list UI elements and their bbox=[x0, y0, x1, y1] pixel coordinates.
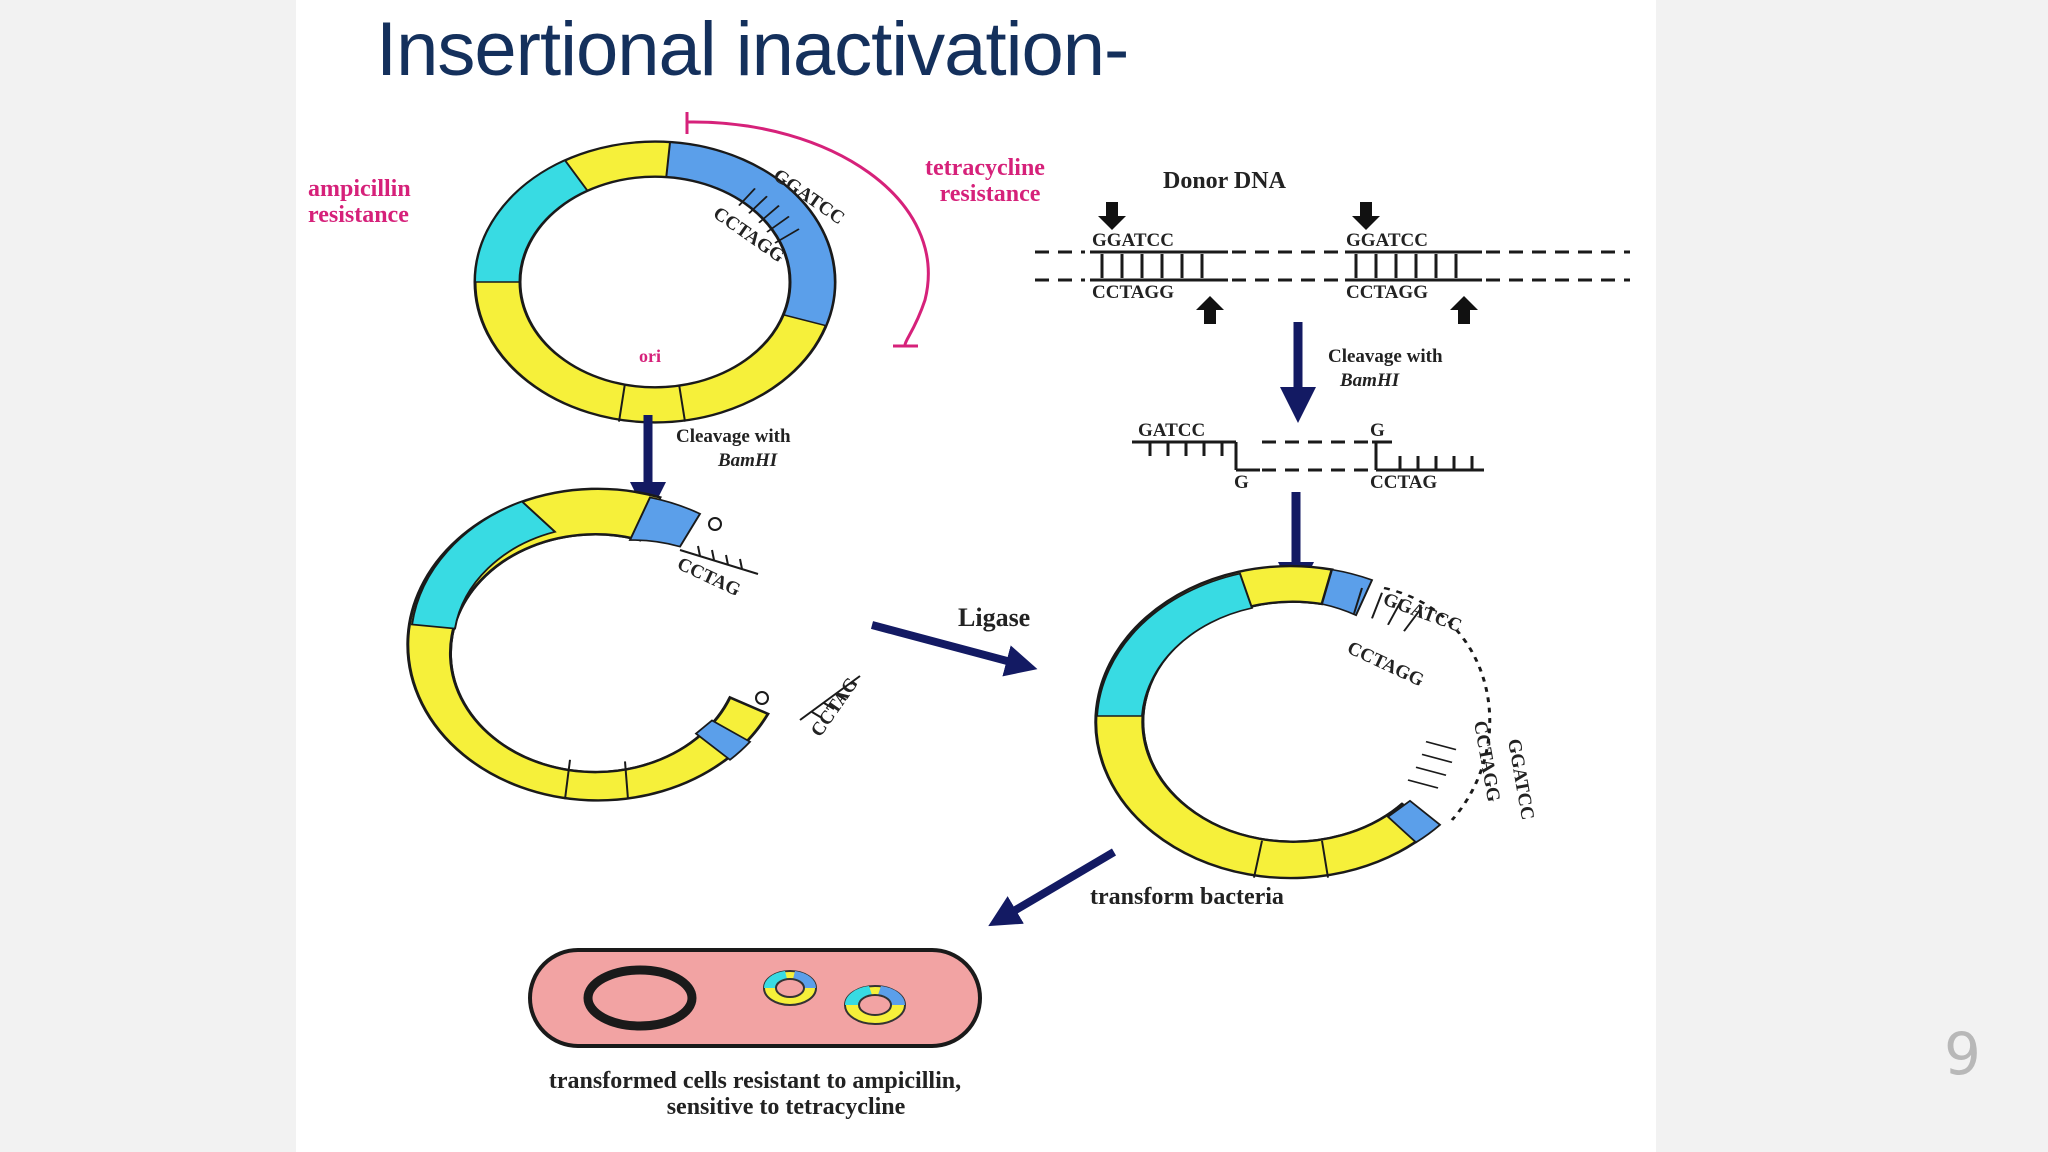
ampicillin-label-1: ampicillin bbox=[308, 176, 411, 202]
tetracycline-label-2: resistance bbox=[940, 181, 1041, 207]
recombinant-plasmid-copy-2 bbox=[844, 985, 906, 1025]
recombinant-plasmid-copy-1 bbox=[763, 970, 817, 1006]
page-number: 9 bbox=[1944, 1020, 1981, 1088]
cut-left-top-seq: GATCC bbox=[1138, 420, 1205, 441]
cut-right-bottom-seq: CCTAG bbox=[1370, 472, 1437, 493]
donor-bottom-seq-1: CCTAGG bbox=[1092, 282, 1174, 303]
donor-dna-label: Donor DNA bbox=[1163, 168, 1287, 194]
ampicillin-label-2: resistance bbox=[308, 202, 409, 228]
cut-right-top-seq: G bbox=[1370, 420, 1385, 441]
donor-fragment bbox=[1132, 440, 1484, 472]
bacterium-cell bbox=[528, 948, 982, 1048]
open-ampicillin-segment bbox=[410, 500, 557, 630]
donor-dna-strands bbox=[1035, 250, 1630, 282]
recomb-tet-top bbox=[1320, 568, 1374, 617]
open-tet-segment-bottom bbox=[694, 719, 752, 761]
tetracycline-label-1: tetracycline bbox=[925, 155, 1045, 181]
cut-left-bottom-seq: G bbox=[1234, 472, 1249, 493]
caption-line-2: sensitive to tetracycline bbox=[667, 1094, 906, 1120]
donor-top-seq-2: GGATCC bbox=[1346, 230, 1428, 251]
cleavage-right-label-2: BamHI bbox=[1339, 370, 1400, 391]
donor-bottom-seq-2: CCTAGG bbox=[1346, 282, 1428, 303]
ligase-label: Ligase bbox=[958, 603, 1030, 632]
cleavage-left-label-2: BamHI bbox=[717, 450, 778, 471]
recomb-ampicillin-segment bbox=[1095, 572, 1254, 717]
bacterial-chromosome bbox=[583, 965, 697, 1031]
recomb-tet-bottom bbox=[1386, 799, 1442, 844]
donor-top-seq-1: GGATCC bbox=[1092, 230, 1174, 251]
cleavage-left-label-1: Cleavage with bbox=[676, 426, 791, 447]
inserted-donor-dashed bbox=[1383, 586, 1492, 821]
arrow-ligase bbox=[870, 621, 1038, 677]
open-bottom-tail-seq: CCTAG bbox=[807, 674, 863, 741]
cleavage-right-label-1: Cleavage with bbox=[1328, 346, 1443, 367]
arrow-transform bbox=[988, 848, 1117, 927]
recombinant-plasmid bbox=[1094, 564, 1492, 880]
recomb-bottom-seq-b: CCTAGG bbox=[1469, 719, 1504, 804]
open-top-sticky-end bbox=[679, 545, 759, 575]
recomb-top-seq: GGATCC bbox=[1380, 589, 1464, 637]
open-bottom-sticky-end bbox=[799, 675, 861, 721]
plasmid-vector bbox=[473, 140, 837, 424]
recomb-top-seq-b: CCTAGG bbox=[1344, 637, 1427, 691]
recomb-bottom-seq: GGATCC bbox=[1503, 737, 1538, 821]
slide-title: Insertional inactivation- bbox=[376, 7, 1129, 92]
open-top-tail-seq: CCTAG bbox=[674, 553, 744, 601]
cut-site-arrows bbox=[1098, 202, 1478, 324]
caption-line-1: transformed cells resistant to ampicilli… bbox=[549, 1068, 961, 1094]
open-tet-segment-top bbox=[628, 496, 702, 548]
tetracycline-bracket bbox=[687, 120, 930, 346]
opened-plasmid bbox=[406, 487, 770, 802]
transform-label: transform bacteria bbox=[1090, 884, 1284, 910]
ori-label: ori bbox=[639, 346, 661, 366]
